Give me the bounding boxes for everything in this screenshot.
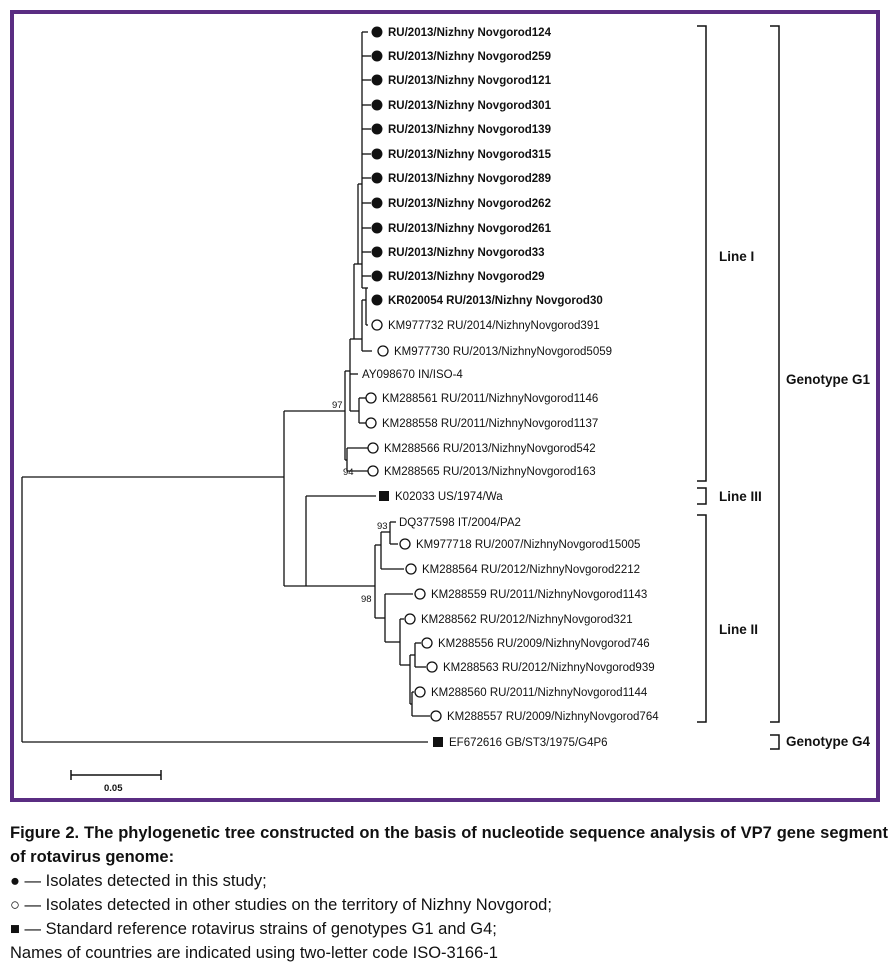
leaf-marker-open-circle [421, 637, 433, 649]
leaf-label: KM288558 RU/2011/NizhnyNovgorod1137 [382, 418, 598, 430]
leaf-label: KM288559 RU/2011/NizhnyNovgorod1143 [431, 589, 647, 601]
leaf-label: KM977718 RU/2007/NizhnyNovgorod15005 [416, 539, 640, 551]
figure-caption: Figure 2. The phylogenetic tree construc… [10, 822, 888, 966]
group-label-genotype-g4: Genotype G4 [786, 734, 871, 749]
leaf-label: KM288564 RU/2012/NizhnyNovgorod2212 [422, 564, 640, 576]
leaf-marker-filled-circle [371, 172, 383, 184]
group-brackets [697, 25, 780, 750]
leaf-marker-filled-circle [371, 99, 383, 111]
leaf-label: DQ377598 IT/2004/PA2 [399, 517, 521, 529]
leaf-label: KM288560 RU/2011/NizhnyNovgorod1144 [431, 687, 648, 699]
leaf-label: EF672616 GB/ST3/1975/G4P6 [449, 737, 608, 749]
leaf-label: KM288557 RU/2009/NizhnyNovgorod764 [447, 711, 659, 723]
leaf-label: KM288556 RU/2009/NizhnyNovgorod746 [438, 638, 650, 650]
leaf-marker-filled-circle [371, 246, 383, 258]
phylogenetic-tree: RU/2013/Nizhny Novgorod124 RU/2013/Nizhn… [21, 25, 871, 794]
caption-title: Figure 2. The phylogenetic tree construc… [10, 824, 888, 866]
leaf-marker-open-circle [404, 613, 416, 625]
bootstrap-value: 93 [377, 521, 388, 532]
group-label-line-2: Line II [719, 622, 758, 637]
leaf-marker-open-circle [414, 686, 426, 698]
leaf-marker-filled-square [379, 491, 389, 501]
leaf-marker-open-circle [414, 588, 426, 600]
leaf-marker-filled-circle [371, 123, 383, 135]
group-label-genotype-g1: Genotype G1 [786, 372, 871, 387]
leaf-marker-open-circle [365, 392, 377, 404]
leaf-marker-open-circle [367, 442, 379, 454]
leaf-label: K02033 US/1974/Wa [395, 491, 503, 503]
leaf-label: AY098670 IN/ISO-4 [362, 369, 463, 381]
leaf-label: RU/2013/Nizhny Novgorod121 [388, 75, 552, 87]
leaf-marker-filled-square [433, 737, 443, 747]
group-label-line-1: Line I [719, 249, 754, 264]
leaf-label: KM288561 RU/2011/NizhnyNovgorod1146 [382, 393, 598, 405]
leaf-label: KM288565 RU/2013/NizhnyNovgorod163 [384, 466, 596, 478]
leaf-label: KM977732 RU/2014/NizhnyNovgorod391 [388, 320, 600, 332]
leaf-label: RU/2013/Nizhny Novgorod261 [388, 223, 552, 235]
leaf-label: RU/2013/Nizhny Novgorod301 [388, 100, 552, 112]
scale-bar-label: 0.05 [104, 783, 123, 794]
leaf-label: KM977730 RU/2013/NizhnyNovgorod5059 [394, 346, 612, 358]
group-label-line-3: Line III [719, 489, 762, 504]
leaf-marker-open-circle [377, 345, 389, 357]
leaf-marker-filled-circle [371, 222, 383, 234]
bootstrap-value: 97 [332, 400, 343, 411]
bootstrap-value: 94 [343, 467, 354, 478]
leaf-label: RU/2013/Nizhny Novgorod29 [388, 271, 545, 283]
tree-leaves: RU/2013/Nizhny Novgorod124 RU/2013/Nizhn… [362, 26, 659, 749]
leaf-label: RU/2013/Nizhny Novgorod315 [388, 149, 552, 161]
figure-frame: RU/2013/Nizhny Novgorod124 RU/2013/Nizhn… [10, 10, 880, 802]
legend-open-circle: ○ — Isolates detected in other studies o… [10, 895, 552, 914]
leaf-label: KM288566 RU/2013/NizhnyNovgorod542 [384, 443, 596, 455]
leaf-label: KM288562 RU/2012/NizhnyNovgorod321 [421, 614, 633, 626]
leaf-marker-filled-circle [371, 270, 383, 282]
leaf-label: RU/2013/Nizhny Novgorod289 [388, 173, 551, 185]
leaf-marker-filled-circle [371, 148, 383, 160]
leaf-marker-filled-circle [371, 197, 383, 209]
leaf-label: RU/2013/Nizhny Novgorod139 [388, 124, 551, 136]
leaf-marker-open-circle [399, 538, 411, 550]
legend-country-code-note: Names of countries are indicated using t… [10, 943, 498, 962]
leaf-marker-open-circle [365, 417, 377, 429]
leaf-label: RU/2013/Nizhny Novgorod124 [388, 27, 552, 39]
leaf-marker-filled-circle [371, 26, 383, 38]
leaf-label: RU/2013/Nizhny Novgorod33 [388, 247, 545, 259]
leaf-label: RU/2013/Nizhny Novgorod259 [388, 51, 551, 63]
bootstrap-value: 98 [361, 594, 372, 605]
leaf-marker-open-circle [430, 710, 442, 722]
leaf-marker-filled-circle [371, 294, 383, 306]
leaf-label: RU/2013/Nizhny Novgorod262 [388, 198, 551, 210]
leaf-marker-filled-circle [371, 50, 383, 62]
legend-filled-circle: ● — Isolates detected in this study; [10, 871, 267, 890]
leaf-label: KR020054 RU/2013/Nizhny Novgorod30 [388, 295, 603, 307]
leaf-marker-open-circle [367, 465, 379, 477]
leaf-marker-open-circle [371, 319, 383, 331]
scale-bar [70, 770, 162, 780]
leaf-marker-filled-circle [371, 74, 383, 86]
legend-filled-square: ■ — Standard reference rotavirus strains… [10, 919, 497, 938]
leaf-marker-open-circle [405, 563, 417, 575]
leaf-label: KM288563 RU/2012/NizhnyNovgorod939 [443, 662, 655, 674]
tree-branches [21, 31, 430, 743]
leaf-marker-open-circle [426, 661, 438, 673]
